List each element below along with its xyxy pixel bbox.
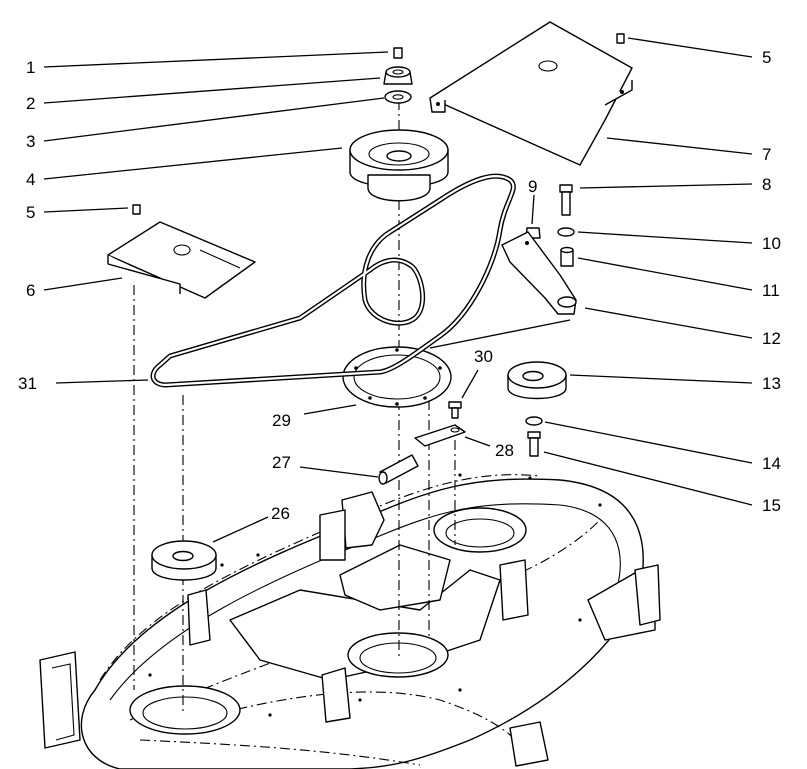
part-5-screw-left <box>132 204 141 215</box>
part-29-plate <box>342 346 452 408</box>
part-7-shield <box>429 21 633 166</box>
callout-1: 1 <box>26 58 35 77</box>
part-8-bolt <box>559 184 573 216</box>
callout-4: 4 <box>26 170 35 189</box>
callout-8: 8 <box>762 175 771 194</box>
part-31-belt <box>150 173 516 388</box>
part-30-bolt <box>448 401 462 419</box>
mower-deck <box>39 473 661 769</box>
callout-13: 13 <box>762 374 781 393</box>
part-11-spacer <box>560 246 574 267</box>
part-26-pulley <box>151 540 217 581</box>
part-27-spring <box>378 454 419 485</box>
callout-14: 14 <box>762 454 781 473</box>
part-15-bolt <box>527 431 541 457</box>
callout-2: 2 <box>26 94 35 113</box>
part-10-washer <box>557 227 575 237</box>
part-28-bracket <box>414 424 466 447</box>
callout-5-right: 5 <box>762 48 771 67</box>
part-3-washer <box>384 90 412 104</box>
callout-30: 30 <box>474 347 493 366</box>
callout-5-left: 5 <box>26 203 35 222</box>
callout-9: 9 <box>528 177 537 196</box>
callout-labels: 1 2 3 4 5 5 6 7 8 9 10 11 12 13 14 15 26… <box>18 48 781 523</box>
callout-7: 7 <box>762 145 771 164</box>
callout-31: 31 <box>18 374 37 393</box>
part-5-screw-right <box>616 33 625 44</box>
part-4-pulley <box>349 129 449 202</box>
callout-11: 11 <box>762 281 780 300</box>
part-6-shield <box>107 221 256 299</box>
part-13-idler-pulley <box>507 361 567 400</box>
leader-lines <box>43 37 753 543</box>
callout-6: 6 <box>26 281 35 300</box>
part-1-screw <box>393 47 403 59</box>
part-2-nut <box>383 66 413 85</box>
callout-26: 26 <box>271 504 290 523</box>
callout-15: 15 <box>762 496 781 515</box>
callout-10: 10 <box>762 234 781 253</box>
callout-29: 29 <box>272 411 291 430</box>
callout-12: 12 <box>762 329 781 348</box>
callout-27: 27 <box>272 453 291 472</box>
part-14-washer <box>525 416 543 426</box>
part-12-idler-arm <box>501 231 577 315</box>
callout-3: 3 <box>26 132 35 151</box>
callout-28: 28 <box>495 441 514 460</box>
